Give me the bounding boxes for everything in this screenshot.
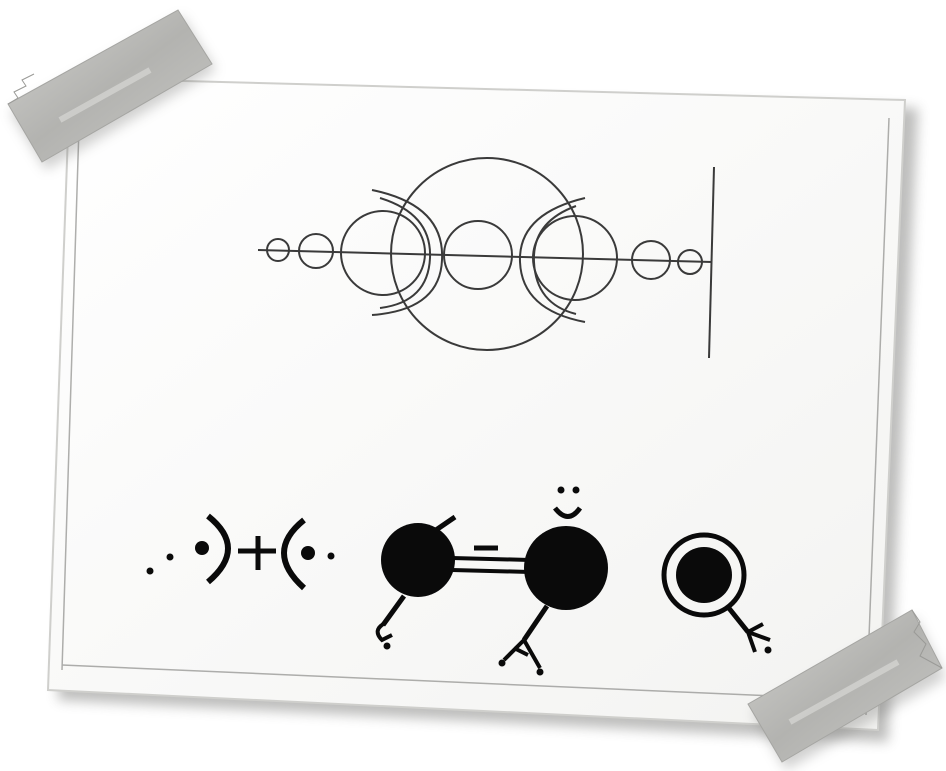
- fork-dot-2: [537, 669, 544, 676]
- atom-right: [524, 526, 608, 610]
- dot-small-left-1: [147, 568, 154, 575]
- bond-line-1: [452, 558, 530, 560]
- dot-large-left: [195, 541, 209, 555]
- atom-left-stem-dot: [384, 643, 391, 650]
- dot-small-left-2: [167, 554, 174, 561]
- smile-dot-right: [573, 487, 580, 494]
- ring-fork-dot: [765, 647, 772, 654]
- smile-dot-left: [558, 487, 565, 494]
- atom-left: [381, 523, 455, 597]
- bond-line-2: [452, 570, 530, 572]
- dot-large-right: [301, 546, 315, 560]
- fork-dot-1: [499, 660, 506, 667]
- inner-filled: [676, 547, 732, 603]
- paper-sheet: [48, 78, 905, 730]
- dot-small-right: [328, 553, 335, 560]
